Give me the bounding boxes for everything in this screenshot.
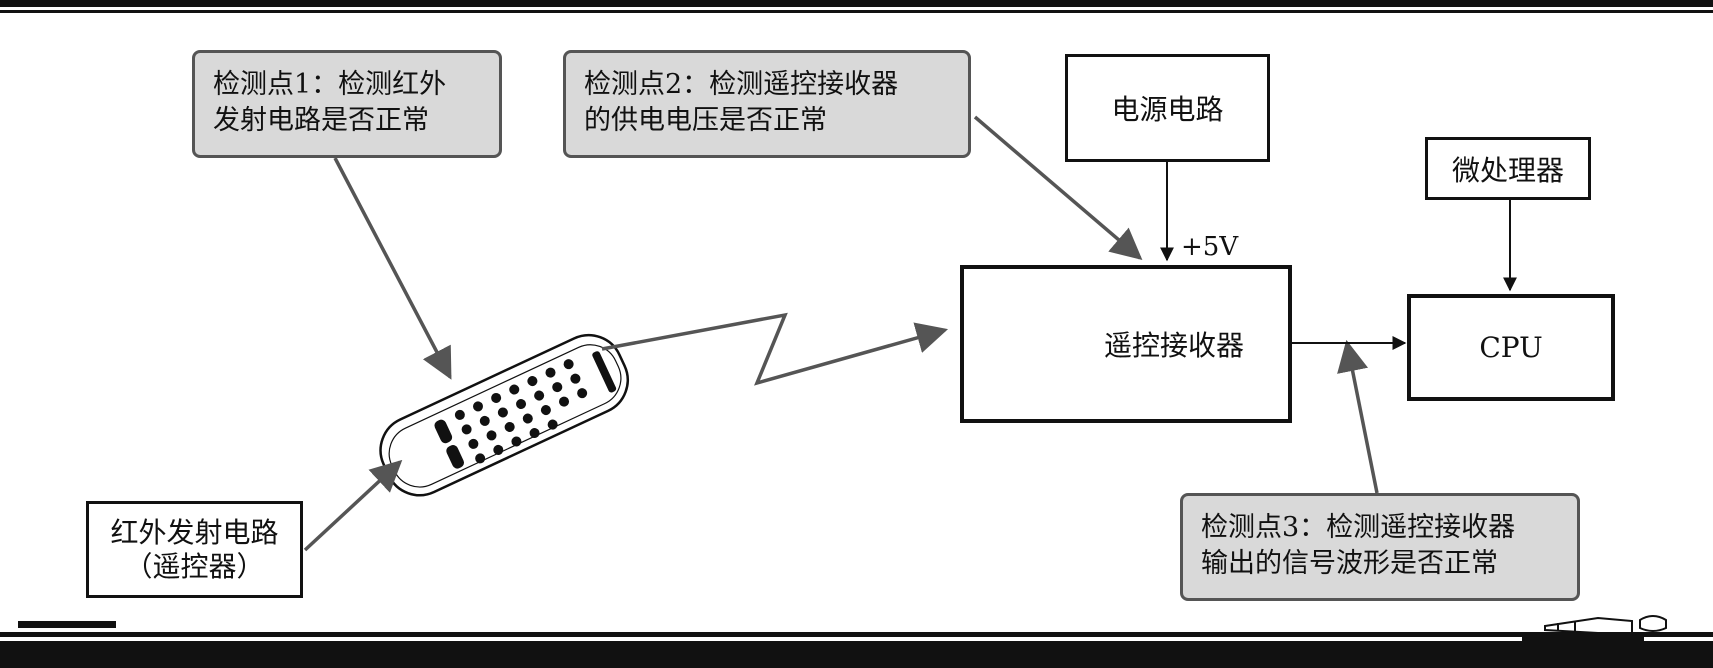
arrow-checkpoint1-to-remote: [333, 157, 452, 380]
arrow-checkpoint3-to-signal: [1337, 339, 1379, 494]
checkpoint-3-line1: 检测点3：检测遥控接收器: [1201, 512, 1516, 543]
power-circuit-label: 电源电路: [1111, 93, 1224, 126]
infrared-transmitter-box: 红外发射电路 （遥控器）: [86, 501, 303, 598]
top-border: [0, 0, 1713, 13]
microprocessor-box: 微处理器: [1425, 137, 1591, 200]
checkpoint-1-line2: 发射电路是否正常: [213, 105, 429, 136]
checkpoint-3-line2: 输出的信号波形是否正常: [1201, 548, 1498, 579]
infrared-signal-zigzag: [601, 312, 949, 386]
microprocessor-label: 微处理器: [1451, 153, 1564, 187]
checkpoint-1-line1: 检测点1：检测红外: [213, 69, 447, 100]
arrow-transmitter-to-remote: [303, 459, 403, 552]
checkpoint-3-note: 检测点3：检测遥控接收器 输出的信号波形是否正常: [1180, 493, 1580, 601]
arrow-checkpoint2-to-receiver: [973, 115, 1143, 261]
pencil-icon: [1544, 615, 1667, 634]
checkpoint-2-line2: 的供电电压是否正常: [584, 105, 827, 136]
transmitter-line2: （遥控器）: [124, 549, 265, 583]
checkpoint-1-note: 检测点1：检测红外 发射电路是否正常: [192, 50, 502, 158]
receiver-label: 遥控接收器: [1104, 329, 1245, 362]
cpu-box: CPU: [1407, 294, 1615, 401]
remote-control-illustration: [379, 333, 629, 497]
remote-receiver-box: 遥控接收器: [960, 265, 1292, 423]
cpu-label: CPU: [1479, 331, 1543, 364]
power-circuit-box: 电源电路: [1065, 54, 1270, 162]
transmitter-line1: 红外发射电路: [110, 515, 279, 549]
voltage-label: +5V: [1181, 232, 1239, 262]
checkpoint-2-line1: 检测点2：检测遥控接收器: [584, 69, 899, 100]
bottom-border: [0, 621, 1713, 668]
checkpoint-2-note: 检测点2：检测遥控接收器 的供电电压是否正常: [563, 50, 971, 158]
